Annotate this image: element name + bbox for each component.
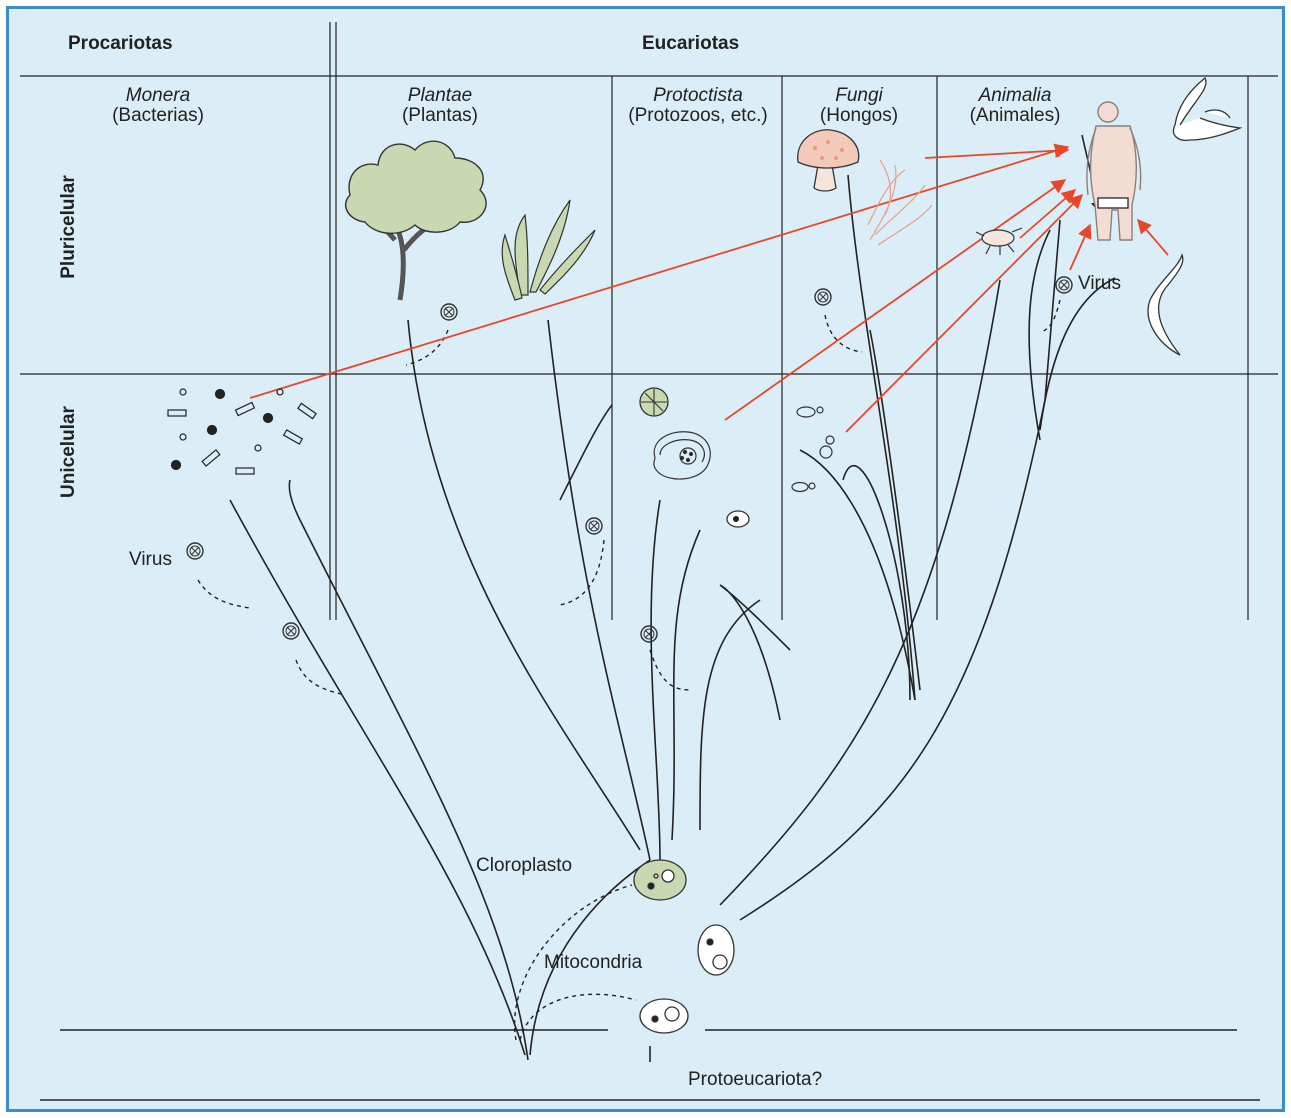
virus-icon [815,289,831,305]
kingdom-common: (Bacterias) [58,106,258,126]
kingdom-plantae: Plantae (Plantas) [340,86,540,126]
mitochondria-label: Mitocondria [544,953,642,973]
header-eukaryotes: Eucariotas [642,34,739,54]
protoeukaryote-label: Protoeucariota? [688,1070,822,1090]
virus-icon [441,304,457,320]
kingdom-latin: Monera [58,86,258,106]
virus-label: Virus [1078,274,1121,294]
insect-icon [976,228,1022,255]
tree-icon [346,141,486,300]
virus-icon [1056,277,1072,293]
kingdom-latin: Protoctista [598,86,798,106]
header-prokaryotes: Procariotas [68,34,173,54]
bird-icon [1173,78,1240,140]
kingdom-monera: Monera (Bacterias) [58,86,258,126]
virus-icon [187,543,203,559]
mold-icon [868,160,932,245]
chloroplast-cell-icon [634,860,686,900]
kingdom-common: (Protozoos, etc.) [598,106,798,126]
mitochondria-cell-icon [698,925,734,975]
cell-icon [727,511,749,527]
cell-icon [654,432,710,479]
row-label-unicellular: Unicelular [58,392,82,512]
spore-icon [792,407,834,492]
kingdom-latin: Fungi [784,86,934,106]
kingdom-latin: Animalia [940,86,1090,106]
chloroplast-label: Cloroplasto [476,856,572,876]
virus-icon [283,623,299,639]
worm-icon [1148,255,1183,355]
virus-icon [586,518,602,534]
bacteria-icon [168,389,316,474]
kingdom-common: (Plantas) [340,106,540,126]
kingdom-common: (Hongos) [784,106,934,126]
seaweed-icon [502,200,595,300]
human-icon [1087,102,1141,240]
mushroom-icon [798,130,859,191]
kingdom-common: (Animales) [940,106,1090,126]
virus-icon [641,626,657,642]
row-label-multicellular: Pluricelular [58,167,82,287]
protoeukaryote-cell-icon [640,999,688,1033]
kingdom-animalia: Animalia (Animales) [940,86,1090,126]
phylogeny-branches [230,175,1115,1060]
kingdom-fungi: Fungi (Hongos) [784,86,934,126]
kingdom-latin: Plantae [340,86,540,106]
virus-label: Virus [129,550,172,570]
cell-icon [640,388,668,416]
grid-lines [20,22,1278,1100]
kingdom-protoctista: Protoctista (Protozoos, etc.) [598,86,798,126]
